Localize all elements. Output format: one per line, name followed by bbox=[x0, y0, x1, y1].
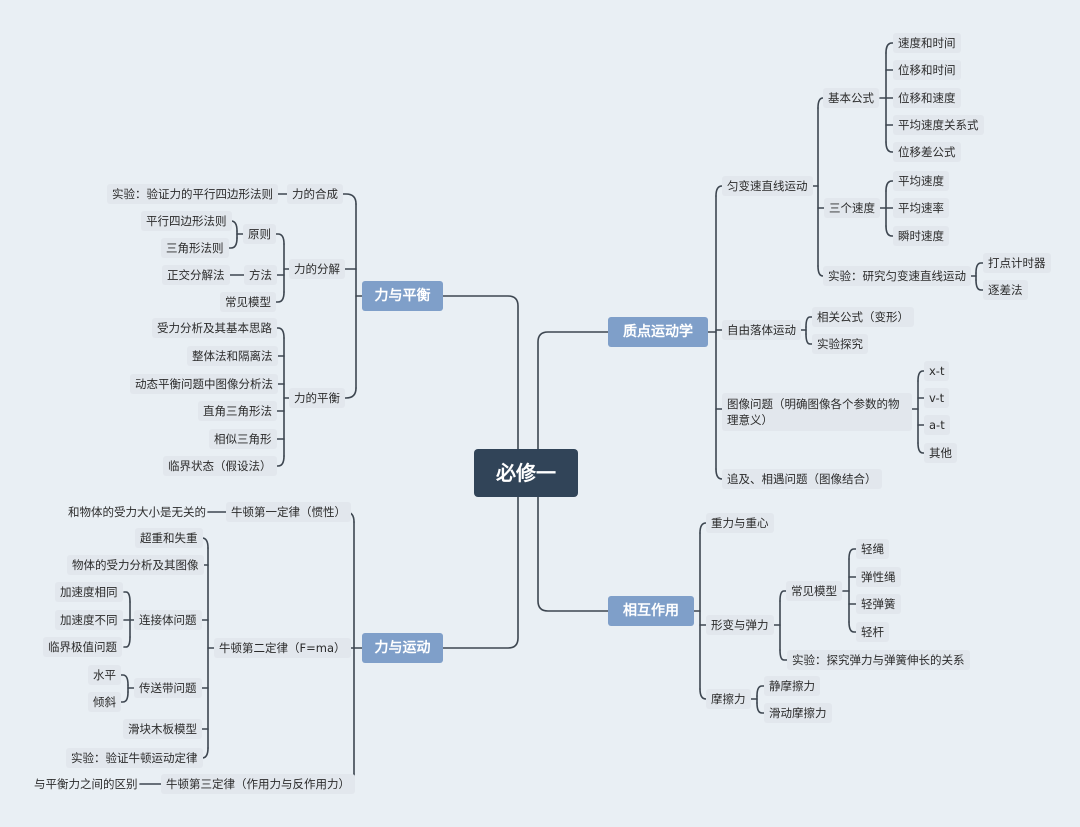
topic-model-item[interactable]: 轻弹簧 bbox=[856, 594, 901, 614]
topic-friction[interactable]: 摩擦力 bbox=[706, 689, 751, 709]
topic-graph-item[interactable]: v-t bbox=[924, 388, 950, 408]
topic-equilibrium-item[interactable]: 受力分析及其基本思路 bbox=[152, 318, 277, 338]
topic-uniform-acceleration[interactable]: 匀变速直线运动 bbox=[722, 176, 813, 196]
main-topic-interaction[interactable]: 相互作用 bbox=[608, 596, 694, 626]
topic-formula-item[interactable]: 平均速度关系式 bbox=[893, 115, 984, 135]
topic-kinematics-experiment[interactable]: 实验：研究匀变速直线运动 bbox=[823, 266, 971, 286]
topic-first-law-note[interactable]: 和物体的受力大小是无关的 bbox=[68, 505, 206, 519]
topic-formula-item[interactable]: 位移差公式 bbox=[893, 142, 961, 162]
topic-equilibrium-item[interactable]: 整体法和隔离法 bbox=[187, 346, 278, 366]
topic-belt-horizontal[interactable]: 水平 bbox=[88, 665, 121, 685]
topic-basic-formulas[interactable]: 基本公式 bbox=[823, 88, 879, 108]
topic-elastic-force[interactable]: 形变与弹力 bbox=[706, 615, 774, 635]
topic-third-law-note[interactable]: 与平衡力之间的区别 bbox=[34, 777, 138, 791]
topic-formula-item[interactable]: 位移和时间 bbox=[893, 60, 961, 80]
topic-graph-problems[interactable]: 图像问题（明确图像各个参数的物理意义） bbox=[722, 393, 912, 431]
topic-formula-item[interactable]: 速度和时间 bbox=[893, 33, 961, 53]
topic-newton-third-law[interactable]: 牛顿第三定律（作用力与反作用力） bbox=[161, 774, 355, 794]
topic-overweight[interactable]: 超重和失重 bbox=[135, 528, 203, 548]
topic-synthesis-experiment[interactable]: 实验：验证力的平行四边形法则 bbox=[107, 184, 278, 204]
topic-speed-item[interactable]: 平均速度 bbox=[893, 171, 949, 191]
topic-equilibrium-item[interactable]: 动态平衡问题中图像分析法 bbox=[130, 374, 278, 394]
topic-equilibrium-item[interactable]: 直角三角形法 bbox=[198, 401, 277, 421]
topic-model-item[interactable]: 弹性绳 bbox=[856, 567, 901, 587]
main-topic-force-motion[interactable]: 力与运动 bbox=[362, 633, 443, 663]
topic-three-speeds[interactable]: 三个速度 bbox=[824, 198, 880, 218]
topic-decomposition-principle[interactable]: 原则 bbox=[243, 224, 276, 244]
topic-graph-item[interactable]: a-t bbox=[924, 415, 950, 435]
topic-connected-item[interactable]: 加速度相同 bbox=[55, 582, 123, 602]
topic-spring-experiment[interactable]: 实验：探究弹力与弹簧伸长的关系 bbox=[787, 650, 970, 670]
topic-chase-meet[interactable]: 追及、相遇问题（图像结合） bbox=[722, 469, 882, 489]
topic-decomposition-method[interactable]: 方法 bbox=[244, 265, 277, 285]
topic-graph-item[interactable]: 其他 bbox=[924, 443, 957, 463]
topic-newton-second-law[interactable]: 牛顿第二定律（F=ma） bbox=[214, 638, 351, 658]
topic-free-fall[interactable]: 自由落体运动 bbox=[722, 320, 801, 340]
topic-freefall-item[interactable]: 相关公式（变形） bbox=[812, 307, 914, 327]
topic-elastic-models[interactable]: 常见模型 bbox=[786, 581, 842, 601]
topic-orthogonal-decomposition[interactable]: 正交分解法 bbox=[162, 265, 230, 285]
topic-force-decomposition[interactable]: 力的分解 bbox=[289, 259, 345, 279]
topic-belt-inclined[interactable]: 倾斜 bbox=[88, 692, 121, 712]
topic-graph-item[interactable]: x-t bbox=[924, 361, 950, 381]
topic-force-equilibrium[interactable]: 力的平衡 bbox=[289, 388, 345, 408]
topic-force-synthesis[interactable]: 力的合成 bbox=[287, 184, 343, 204]
topic-parallelogram-rule[interactable]: 平行四边形法则 bbox=[141, 211, 232, 231]
topic-common-models[interactable]: 常见模型 bbox=[220, 292, 276, 312]
topic-model-item[interactable]: 轻杆 bbox=[856, 622, 889, 642]
main-topic-force-balance[interactable]: 力与平衡 bbox=[362, 281, 443, 311]
topic-conveyor-belt[interactable]: 传送带问题 bbox=[134, 678, 202, 698]
topic-freefall-item[interactable]: 实验探究 bbox=[812, 334, 868, 354]
topic-triangle-rule[interactable]: 三角形法则 bbox=[161, 238, 229, 258]
topic-connected-bodies[interactable]: 连接体问题 bbox=[134, 610, 202, 630]
main-topic-kinematics[interactable]: 质点运动学 bbox=[608, 317, 708, 347]
topic-equilibrium-item[interactable]: 临界状态（假设法） bbox=[163, 456, 277, 476]
topic-equilibrium-item[interactable]: 相似三角形 bbox=[209, 429, 277, 449]
topic-slider-board[interactable]: 滑块木板模型 bbox=[123, 719, 202, 739]
topic-connected-item[interactable]: 加速度不同 bbox=[55, 610, 123, 630]
topic-force-analysis-graph[interactable]: 物体的受力分析及其图像 bbox=[67, 555, 204, 575]
topic-second-law-experiment[interactable]: 实验：验证牛顿运动定律 bbox=[66, 748, 203, 768]
topic-connected-item[interactable]: 临界极值问题 bbox=[43, 637, 122, 657]
topic-formula-item[interactable]: 位移和速度 bbox=[893, 88, 961, 108]
topic-model-item[interactable]: 轻绳 bbox=[856, 539, 889, 559]
topic-speed-item[interactable]: 平均速率 bbox=[893, 198, 949, 218]
topic-speed-item[interactable]: 瞬时速度 bbox=[893, 226, 949, 246]
topic-newton-first-law[interactable]: 牛顿第一定律（惯性） bbox=[226, 502, 351, 522]
root-topic[interactable]: 必修一 bbox=[474, 449, 578, 497]
topic-static-friction[interactable]: 静摩擦力 bbox=[764, 676, 820, 696]
topic-sliding-friction[interactable]: 滑动摩擦力 bbox=[764, 703, 832, 723]
topic-ticker-timer[interactable]: 打点计时器 bbox=[983, 253, 1051, 273]
topic-gravity-center[interactable]: 重力与重心 bbox=[706, 513, 774, 533]
topic-successive-difference[interactable]: 逐差法 bbox=[983, 280, 1028, 300]
